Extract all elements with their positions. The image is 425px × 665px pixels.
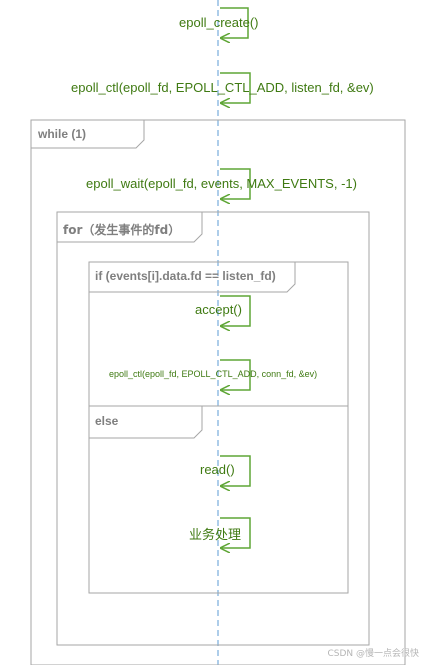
for-fragment <box>56 211 370 646</box>
self-arrow-business <box>220 517 251 548</box>
for-label: for（发生事件的fd） <box>63 223 181 237</box>
if-else-fragment <box>88 261 349 594</box>
watermark: CSDN @慢一点会很快 <box>327 649 419 659</box>
else-label: else <box>95 414 119 428</box>
msg-epoll-create: epoll_create() <box>179 15 259 30</box>
msg-epoll-ctl-conn: epoll_ctl(epoll_fd, EPOLL_CTL_ADD, conn_… <box>109 369 318 379</box>
self-arrow-create <box>220 7 249 38</box>
if-label: if (events[i].data.fd == listen_fd) <box>95 269 276 283</box>
while-label: while (1) <box>38 127 87 141</box>
self-arrow-ctl-conn <box>220 359 251 390</box>
msg-read: read() <box>200 462 235 477</box>
self-arrow-wait <box>220 168 251 199</box>
msg-epoll-wait: epoll_wait(epoll_fd, events, MAX_EVENTS,… <box>86 176 357 191</box>
msg-epoll-ctl-listen: epoll_ctl(epoll_fd, EPOLL_CTL_ADD, liste… <box>71 80 374 95</box>
self-arrow-read <box>220 455 251 486</box>
msg-accept: accept() <box>195 302 242 317</box>
msg-business: 业务处理 <box>189 528 242 543</box>
while-fragment <box>30 119 406 665</box>
self-arrow-ctl-listen <box>220 72 251 103</box>
self-arrow-accept <box>220 295 251 326</box>
